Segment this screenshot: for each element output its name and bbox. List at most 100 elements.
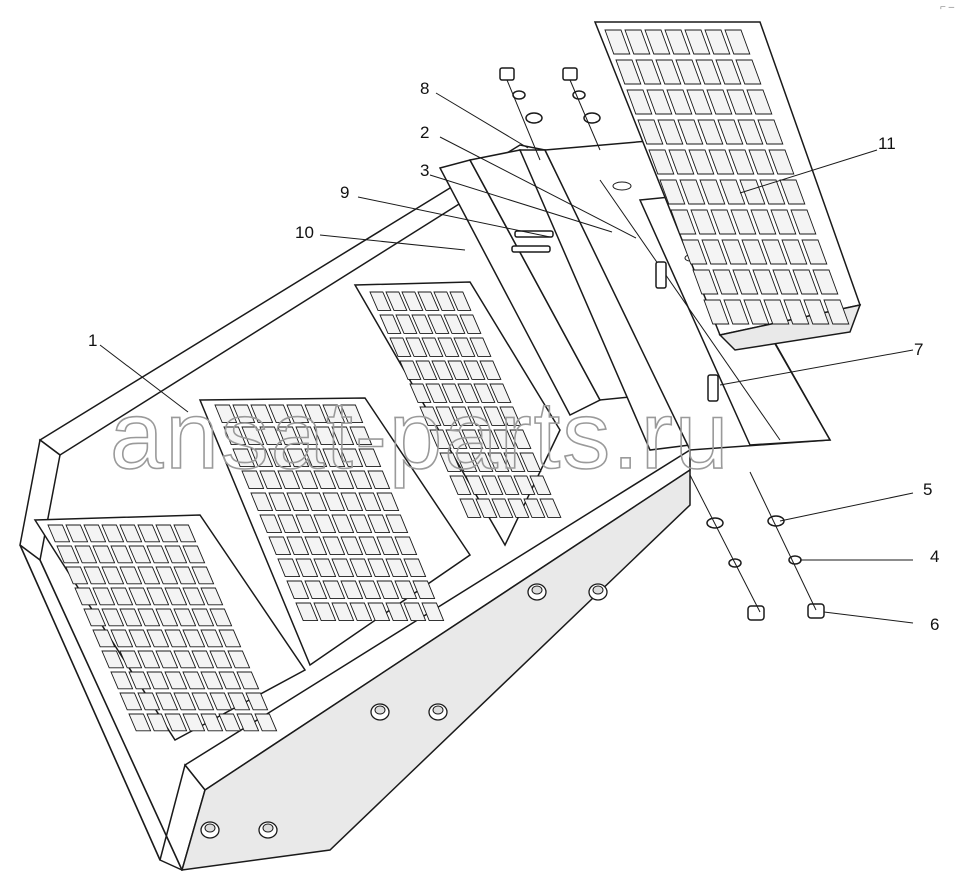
grating-cell: [459, 314, 482, 334]
grating-cell: [708, 149, 735, 175]
grating-cell: [681, 239, 708, 265]
grating-cell: [232, 448, 256, 468]
grating-cell: [331, 470, 355, 490]
grating-cell: [394, 580, 418, 600]
grating-cell: [431, 360, 454, 380]
grating-cell: [703, 299, 730, 325]
grating-cell: [427, 314, 450, 334]
grating-cell: [322, 448, 346, 468]
grating-cell: [473, 383, 496, 403]
grating-cell: [92, 629, 116, 648]
grating-cell: [268, 404, 292, 424]
grating-cell: [615, 59, 642, 85]
grating-cell: [200, 713, 224, 732]
grating-cell: [101, 650, 125, 669]
grating-cell: [259, 426, 283, 446]
grating-cell: [481, 475, 504, 495]
grating-cell: [435, 406, 458, 426]
grating-cell: [295, 470, 319, 490]
grating-cell: [692, 269, 719, 295]
grating-cell: [376, 536, 400, 556]
grating-cell: [659, 179, 686, 205]
grating-cell: [128, 671, 152, 690]
grating-cell: [690, 209, 717, 235]
grating-cell: [137, 650, 161, 669]
grating-cell: [443, 314, 466, 334]
grating-cell: [519, 452, 542, 472]
grating-cell: [137, 566, 161, 585]
grating-cell: [706, 89, 733, 115]
grating-cell: [757, 119, 784, 145]
grating-cell: [92, 587, 116, 606]
grating-cell: [483, 406, 506, 426]
callout-2: 2: [420, 123, 429, 142]
grating-cell: [304, 580, 328, 600]
grating-cell: [469, 337, 492, 357]
grating-cell: [155, 692, 179, 711]
grating-cell: [823, 299, 850, 325]
grating-cell: [164, 629, 188, 648]
grating-cell: [699, 179, 726, 205]
grating-cell: [74, 587, 98, 606]
grating-cell: [461, 429, 484, 449]
grating-cell: [675, 59, 702, 85]
grating-cell: [173, 524, 197, 543]
grating-cell: [437, 337, 460, 357]
grating-cell: [712, 269, 739, 295]
grating-cell: [761, 239, 788, 265]
grating-cell: [155, 524, 179, 543]
grating-cell: [421, 602, 445, 622]
grating-cell: [340, 580, 364, 600]
grating-cell: [385, 291, 408, 311]
grating-cell: [182, 671, 206, 690]
grating-cell: [367, 602, 391, 622]
grating-cell: [349, 514, 373, 534]
grating-cell: [313, 514, 337, 534]
grating-cell: [453, 337, 476, 357]
grating-cell: [101, 566, 125, 585]
grating-cell: [241, 470, 265, 490]
grating-cell: [715, 59, 742, 85]
grating-cell: [349, 470, 373, 490]
grating-cell: [110, 671, 134, 690]
grating-cell: [455, 452, 478, 472]
grating-cell: [732, 269, 759, 295]
grating-cell: [399, 360, 422, 380]
grating-cell: [429, 429, 452, 449]
grating-cell: [746, 89, 773, 115]
grating-cell: [218, 671, 242, 690]
grating-cell: [331, 602, 355, 622]
callout-4: 4: [930, 547, 939, 566]
grating-cell: [358, 580, 382, 600]
grating-cell: [445, 429, 468, 449]
grating-cell: [385, 514, 409, 534]
grating-cell: [331, 514, 355, 534]
side-plate-bolts: [200, 583, 608, 839]
grating-cell: [772, 269, 799, 295]
grating-cell: [477, 429, 500, 449]
grating-cell: [411, 314, 434, 334]
grating-cell: [710, 209, 737, 235]
grating-cell: [724, 29, 751, 55]
grating-cell: [83, 566, 107, 585]
grating-cell: [304, 536, 328, 556]
grating-cell: [467, 406, 490, 426]
grating-cell: [146, 587, 170, 606]
grating-cell: [349, 558, 373, 578]
grating-cell: [214, 404, 238, 424]
grating-cell: [218, 713, 242, 732]
grating-cell: [812, 269, 839, 295]
grating-cell: [268, 492, 292, 512]
grating-cell: [83, 608, 107, 627]
grating-cell: [241, 426, 265, 446]
grating-cell: [463, 360, 486, 380]
grating-cell: [191, 692, 215, 711]
grating-cell: [182, 713, 206, 732]
grating-cell: [110, 629, 134, 648]
grating-cell: [236, 713, 260, 732]
grating-cell: [245, 692, 269, 711]
callout-3: 3: [420, 161, 429, 180]
grating-cell: [191, 650, 215, 669]
grating-cell: [657, 119, 684, 145]
grating-cell: [128, 629, 152, 648]
